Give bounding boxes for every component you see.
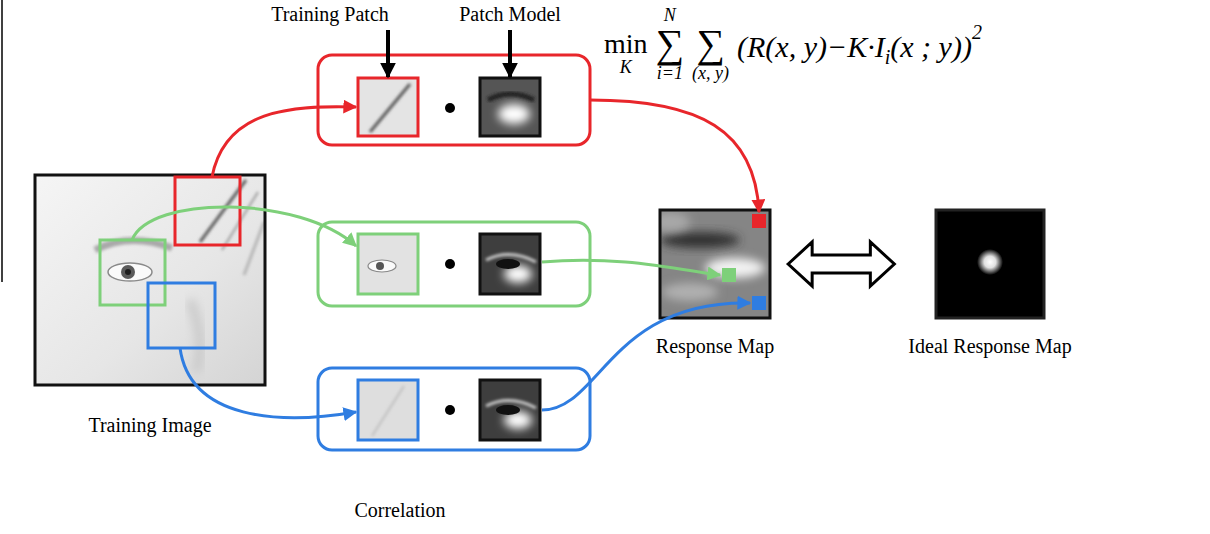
patch-model xyxy=(480,380,540,440)
formula-slot: K xyxy=(620,58,632,76)
green-response xyxy=(722,268,736,282)
model-ground xyxy=(480,234,540,294)
hair-strand xyxy=(244,222,264,275)
patch-frame xyxy=(358,78,418,136)
blue-arrow xyxy=(542,303,750,410)
model-eye xyxy=(496,259,520,269)
iris xyxy=(376,262,384,270)
formula-slot: 2 xyxy=(972,21,982,43)
formula-term: K xyxy=(620,57,632,77)
objective-formula: minK N∑i=1 ∑(x, y) (R(x, y)−K·Ii(x ; y))… xyxy=(600,6,982,82)
image-caption: Training Image xyxy=(35,413,265,437)
dot-product xyxy=(445,405,455,415)
formula-slot: N∑i=1 xyxy=(656,6,685,82)
formula-slot: (R(x, y)−K·Ii(x ; y))2 xyxy=(737,20,982,69)
formula-slot: ∑(x, y) xyxy=(692,6,729,82)
image-frame xyxy=(660,210,770,318)
red-response xyxy=(752,214,766,228)
patch-frame xyxy=(480,78,540,136)
green-arrow xyxy=(542,260,720,275)
formula-term: (x ; y)) xyxy=(890,30,972,63)
model-ground xyxy=(480,380,540,440)
patch-stroke xyxy=(370,84,410,132)
annotation-label: Correlation xyxy=(354,498,445,522)
eye xyxy=(108,263,152,281)
image-node: Ideal Response Map xyxy=(902,210,1077,358)
patch-frame xyxy=(358,234,418,294)
formula-slot: (R(x, y)−K·I xyxy=(737,30,885,63)
formula-term: (R(x, y)−K·I xyxy=(737,30,885,63)
green-arrow xyxy=(132,207,356,246)
blue-arrow xyxy=(180,348,356,418)
dot-product xyxy=(445,259,455,269)
formula-term: i xyxy=(885,46,891,68)
response-blob xyxy=(660,232,740,248)
formula-term: i=1 xyxy=(657,63,683,83)
formula-term: ∑ xyxy=(656,21,685,66)
formula-slot: (x ; y)) xyxy=(890,30,972,63)
training-patch xyxy=(358,78,418,136)
formula-term: min xyxy=(604,28,648,59)
green-group xyxy=(318,222,590,306)
formula-slot: ∑ xyxy=(656,24,685,64)
green-window xyxy=(100,240,165,305)
training-patch xyxy=(358,380,418,440)
response-blob xyxy=(662,283,718,301)
blue-response xyxy=(752,296,766,310)
red-arrow xyxy=(212,107,356,177)
nose-shadow xyxy=(190,300,200,372)
pointer-arrow xyxy=(508,30,512,77)
model-ground xyxy=(480,78,540,136)
annotation-label: Patch Model xyxy=(459,2,561,26)
eye xyxy=(368,260,396,272)
image-caption: Ideal Response Map xyxy=(902,334,1077,358)
pointer-arrow xyxy=(386,30,390,77)
formula-slot: i=1 xyxy=(657,64,683,82)
patch-frame xyxy=(480,380,540,440)
model-eye xyxy=(496,405,520,415)
formula-slot: ∑ xyxy=(696,24,725,64)
formula-slot: minK xyxy=(604,12,648,76)
annotation-label: Training Patch xyxy=(271,2,389,26)
double-arrow xyxy=(788,242,894,286)
formula-slot: i xyxy=(885,46,891,68)
patch-frame xyxy=(358,380,418,440)
image-node: Training Image xyxy=(35,175,265,437)
formula-slot: (x, y) xyxy=(692,64,729,82)
formula-term: ∑ xyxy=(696,21,725,66)
training-patch xyxy=(358,234,418,294)
blue-window xyxy=(148,283,215,348)
pupil xyxy=(125,269,131,275)
red-group xyxy=(318,55,590,145)
patch-stroke xyxy=(372,386,404,436)
patch-model xyxy=(480,78,540,136)
eyebrow xyxy=(95,240,172,250)
ideal-image xyxy=(936,210,1044,318)
red-arrow xyxy=(590,100,759,212)
edge-rule xyxy=(1,0,3,282)
model-edge xyxy=(488,94,534,100)
image-caption: Response Map xyxy=(650,334,780,358)
dot-product xyxy=(445,103,455,113)
iris xyxy=(121,265,135,279)
patch-frame xyxy=(480,234,540,294)
formula-term: 2 xyxy=(972,21,982,43)
model-blob xyxy=(498,104,530,124)
patch-model xyxy=(480,234,540,294)
image-node: Response Map xyxy=(650,210,780,358)
formula-term: (x, y) xyxy=(692,63,729,83)
response-image xyxy=(660,210,770,318)
response-blob xyxy=(660,212,690,232)
formula-slot: min xyxy=(604,30,648,58)
ideal-peak xyxy=(977,249,1003,275)
